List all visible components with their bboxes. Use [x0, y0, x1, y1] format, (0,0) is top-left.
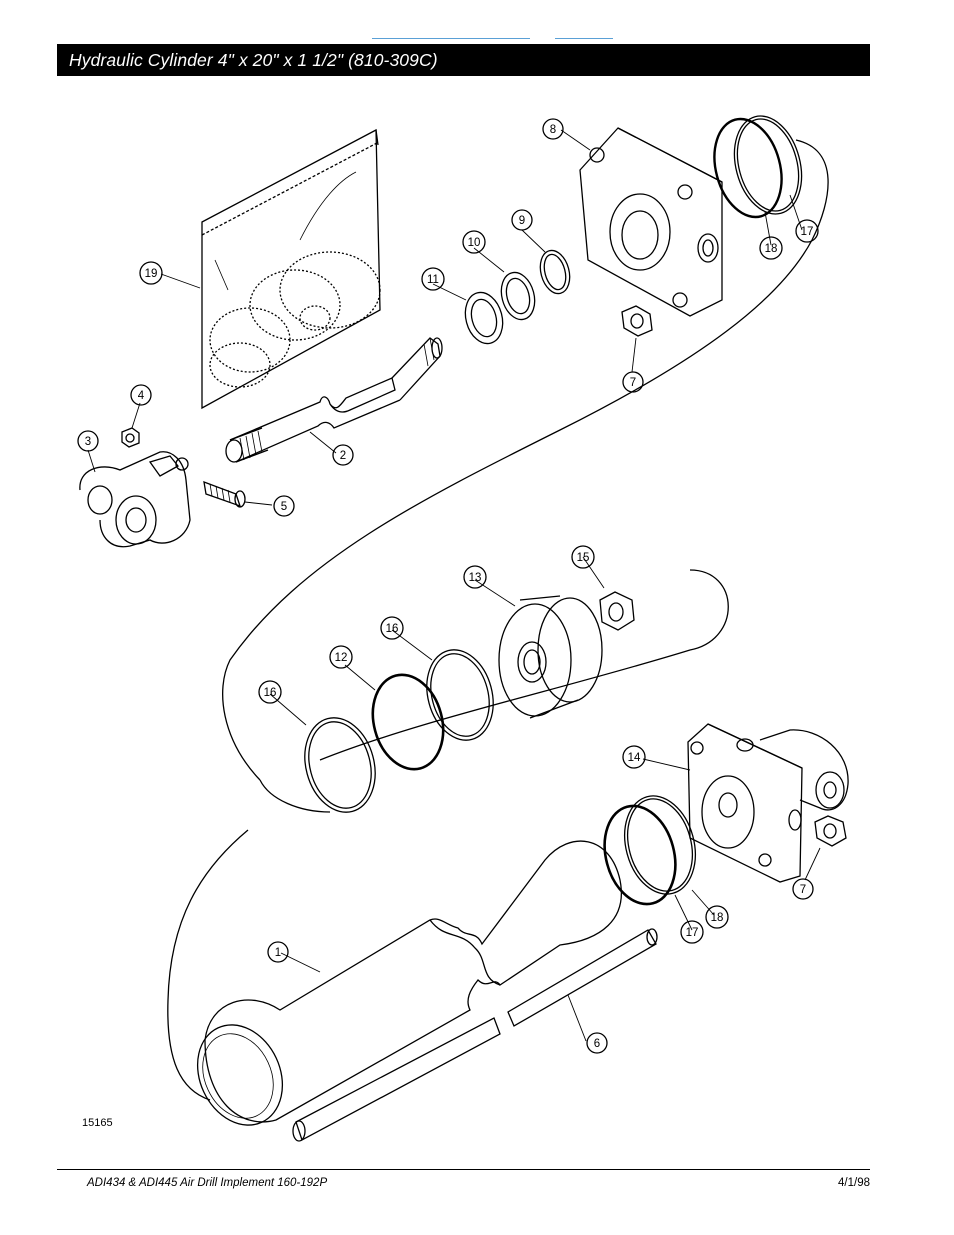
part-1-cylinder-barrel	[196, 840, 622, 1126]
svg-text:16: 16	[264, 687, 277, 699]
callout-12: 12	[329, 645, 353, 669]
callout-18-upper: 18	[759, 236, 783, 260]
part-2-piston-rod	[225, 337, 443, 463]
part-9-wiper-ring	[539, 249, 571, 295]
part-3-clevis	[79, 451, 191, 548]
svg-text:16: 16	[386, 623, 399, 635]
svg-text:15: 15	[577, 552, 590, 564]
svg-text:6: 6	[594, 1038, 600, 1050]
callout-9: 9	[511, 209, 533, 231]
svg-text:14: 14	[628, 752, 641, 764]
callout-16-left: 16	[258, 680, 282, 704]
svg-text:8: 8	[550, 124, 556, 136]
callout-14: 14	[622, 745, 646, 769]
part-18-backup-ring-upper	[713, 117, 783, 219]
callout-5: 5	[273, 495, 295, 517]
part-16-wear-ring-right	[426, 649, 494, 741]
assembly-outline	[222, 139, 829, 781]
part-12-piston-seal	[371, 673, 445, 771]
svg-text:13: 13	[469, 572, 482, 584]
part-14-base-end-cap	[687, 723, 849, 883]
header-link-rules	[0, 38, 954, 42]
svg-text:17: 17	[801, 226, 814, 238]
svg-text:7: 7	[630, 377, 636, 389]
callout-16-right: 16	[380, 616, 404, 640]
svg-text:18: 18	[765, 243, 778, 255]
part-8-rod-end-cap	[579, 127, 723, 317]
callout-6: 6	[586, 1032, 608, 1054]
part-11-rod-wear-ring	[464, 291, 504, 345]
part-6-tie-rod	[292, 928, 658, 1142]
title-bar: Hydraulic Cylinder 4" x 20" x 1 1/2" (81…	[57, 44, 870, 76]
part-13-piston	[498, 595, 603, 719]
part-4-jam-nut	[121, 427, 140, 448]
svg-text:5: 5	[281, 501, 287, 513]
svg-text:19: 19	[145, 268, 158, 280]
figure-number: 15165	[82, 1117, 113, 1129]
part-7-tie-rod-nut-lower	[814, 815, 847, 847]
callout-17-upper: 17	[795, 219, 819, 243]
part-17-o-ring-upper	[733, 115, 803, 215]
assembly-outline-lower	[167, 569, 729, 1101]
part-18-backup-ring-lower	[603, 804, 677, 906]
footer-date: 4/1/98	[838, 1177, 870, 1189]
callout-18-lower: 18	[705, 905, 729, 929]
assembly-outline-mid	[259, 779, 331, 813]
callout-7-upper: 7	[622, 371, 644, 393]
callout-19: 19	[139, 261, 163, 285]
callout-2: 2	[332, 444, 354, 466]
callout-3: 3	[77, 430, 99, 452]
svg-text:4: 4	[138, 390, 145, 402]
header-link-rule-2[interactable]	[555, 38, 613, 39]
part-16-wear-ring-left	[304, 717, 376, 813]
part-7-tie-rod-nut-upper	[621, 305, 653, 337]
leader-lines	[87, 129, 821, 1042]
callout-8: 8	[542, 118, 564, 140]
svg-text:18: 18	[711, 912, 724, 924]
svg-text:11: 11	[427, 274, 439, 286]
callout-7-lower: 7	[792, 878, 814, 900]
part-15-piston-lock-nut	[599, 591, 635, 631]
callout-13: 13	[463, 565, 487, 589]
callout-15: 15	[571, 545, 595, 569]
part-5-bolt	[203, 480, 246, 508]
part-17-o-ring-lower	[624, 795, 696, 895]
svg-text:10: 10	[468, 237, 481, 249]
svg-text:3: 3	[85, 436, 91, 448]
page-title: Hydraulic Cylinder 4" x 20" x 1 1/2" (81…	[69, 49, 438, 70]
footer-divider	[57, 1169, 870, 1170]
callout-10: 10	[462, 230, 486, 254]
svg-text:2: 2	[340, 450, 346, 462]
footer-document-title: ADI434 & ADI445 Air Drill Implement 160-…	[87, 1177, 328, 1189]
header-link-rule-1[interactable]	[372, 38, 530, 39]
svg-text:9: 9	[519, 215, 525, 227]
callout-4: 4	[130, 384, 152, 406]
callout-17-lower: 17	[680, 920, 704, 944]
callout-1: 1	[267, 941, 289, 963]
svg-text:1: 1	[275, 947, 281, 959]
callout-11: 11	[421, 267, 445, 291]
part-19-seal-kit-bag	[201, 128, 381, 410]
svg-text:17: 17	[686, 927, 699, 939]
part-10-rod-seal	[500, 271, 536, 321]
svg-text:7: 7	[800, 884, 806, 896]
svg-text:12: 12	[335, 652, 348, 664]
